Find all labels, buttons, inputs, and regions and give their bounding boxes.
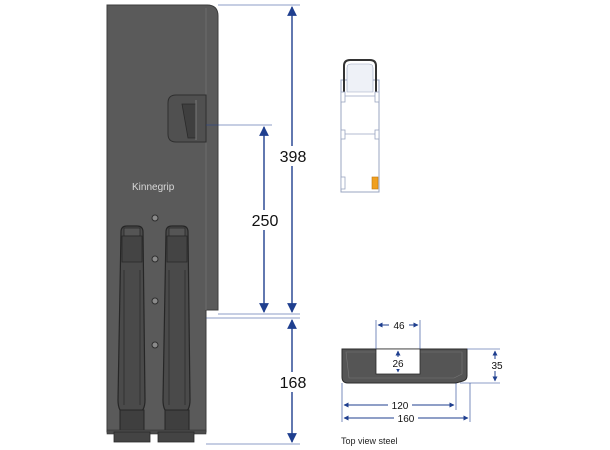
dim-label-35: 35 xyxy=(491,361,503,372)
top-view-cap xyxy=(343,59,377,94)
bolt-hole xyxy=(151,341,159,349)
dim-label-168: 168 xyxy=(280,375,307,392)
dim-label-160: 160 xyxy=(398,414,415,425)
accent-marker xyxy=(371,176,379,190)
dim-label-250: 250 xyxy=(252,213,279,230)
bolt-hole xyxy=(151,255,159,263)
bolt-hole xyxy=(151,214,159,222)
base-strip xyxy=(106,429,207,435)
product-body xyxy=(106,4,219,443)
top-view-outline xyxy=(340,59,380,193)
dim-label-398: 398 xyxy=(280,149,307,166)
section-caption: Top view steel xyxy=(341,436,398,446)
dim-label-26: 26 xyxy=(392,359,404,370)
grip-bar-right xyxy=(162,225,191,433)
dim-label-120: 120 xyxy=(392,401,409,412)
dim-label-46: 46 xyxy=(393,321,405,332)
bolt-hole xyxy=(151,297,159,305)
grip-bar-left xyxy=(117,225,146,433)
brand-label: Kinnegrip xyxy=(132,182,175,193)
